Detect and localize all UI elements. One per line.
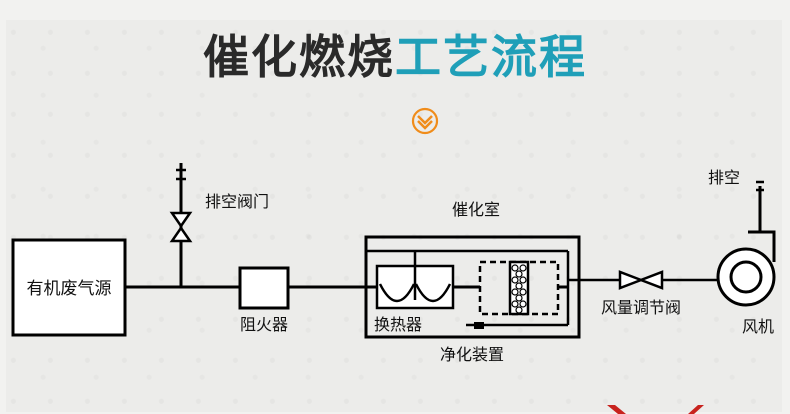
heat-exchanger	[375, 251, 455, 310]
catalytic-chamber-box	[364, 235, 581, 339]
purifier-device	[474, 260, 560, 329]
fan-label: 风机	[742, 317, 774, 336]
background-panel	[6, 20, 782, 412]
heat-exchanger-label: 换热器	[374, 315, 422, 334]
purifier-label: 净化装置	[440, 345, 504, 364]
page-title: 催化燃烧工艺流程	[0, 34, 790, 80]
fan-icon	[716, 180, 776, 307]
title-part1: 催化燃烧	[203, 30, 395, 84]
gas-source-label: 有机废气源	[27, 279, 112, 299]
internal-flow	[366, 249, 720, 327]
vent-valve-label: 排空阀门	[205, 192, 269, 211]
chevron-down-icon	[411, 107, 439, 135]
gas-source-box	[11, 238, 127, 337]
catalytic-chamber-label: 催化室	[452, 200, 500, 219]
flame-arrestor-label: 阻火器	[240, 315, 288, 334]
fan-vent-label: 排空	[708, 168, 740, 187]
title-part2: 工艺流程	[395, 30, 587, 84]
regulating-valve	[618, 270, 664, 290]
flame-arrestor-box	[238, 266, 290, 310]
vent-valve	[169, 163, 193, 287]
regulating-valve-label: 风量调节阀	[601, 298, 681, 317]
red-corner-mark	[607, 405, 704, 414]
